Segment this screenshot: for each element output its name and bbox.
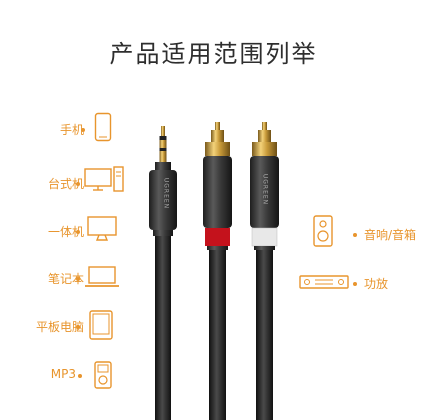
device-label: 功放 [364, 277, 389, 291]
bullet-dot [76, 325, 80, 329]
device-label: 平板电脑 [35, 320, 84, 334]
device-label: 笔记本 [47, 272, 84, 286]
rca-plug-red [203, 122, 232, 420]
device-label: MP3 [50, 367, 76, 381]
aux-plug [149, 126, 177, 420]
laptop-icon [85, 266, 119, 287]
device-label: 一体机 [47, 225, 84, 239]
phone-icon [94, 112, 112, 142]
device-all-in-one: 一体机 [0, 216, 130, 244]
speaker-icon [313, 215, 333, 247]
device-mp3: MP3 [0, 361, 130, 389]
device-label: 音响/音箱 [364, 228, 417, 242]
desktop-icon [84, 166, 124, 192]
brand-label-right: UGREEN [261, 173, 269, 206]
page-title: 产品适用范围列举 [109, 40, 318, 68]
bullet-dot [78, 374, 82, 378]
device-phone: 手机 [0, 112, 130, 142]
device-label: 台式机 [47, 177, 84, 191]
amplifier-icon [299, 275, 349, 289]
mp3-icon [94, 361, 112, 389]
bullet-dot [353, 233, 357, 237]
bullet-dot [76, 277, 80, 281]
bullet-dot [76, 182, 80, 186]
device-desktop: 台式机 [0, 166, 130, 196]
bullet-dot [353, 282, 357, 286]
device-tablet: 平板电脑 [0, 310, 130, 340]
device-label: 手机 [59, 123, 84, 137]
bullet-dot [81, 128, 85, 132]
tablet-icon [89, 310, 113, 340]
device-laptop: 笔记本 [0, 265, 130, 291]
brand-label-left: UGREEN [162, 177, 170, 210]
all-in-one-icon [87, 216, 117, 241]
bullet-dot [76, 230, 80, 234]
rca-plug-white [250, 122, 279, 420]
